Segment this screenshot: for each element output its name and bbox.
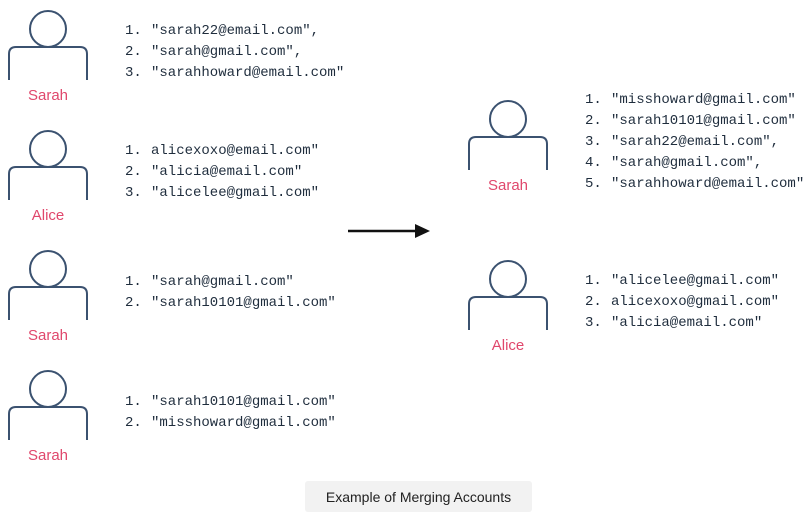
right-arrow-icon	[347, 222, 431, 245]
account-name: Sarah	[27, 447, 69, 464]
list-item: 2."sarah@gmail.com",	[125, 44, 303, 60]
list-item: 2."misshoward@gmail.com"	[125, 415, 336, 431]
account-name: Sarah	[27, 87, 69, 104]
email-text: "sarah10101@gmail.com"	[151, 394, 336, 410]
email-text: alicexoxo@email.com"	[151, 143, 320, 159]
list-item: 2.alicexoxo@gmail.com"	[585, 294, 780, 310]
list-item: 1."misshoward@gmail.com"	[585, 92, 796, 108]
list-item: 1."sarah@gmail.com"	[125, 274, 294, 290]
list-item: 2."sarah10101@gmail.com"	[585, 113, 796, 129]
email-text: "sarah10101@gmail.com"	[151, 295, 336, 311]
list-item: 1."alicelee@gmail.com"	[585, 273, 780, 289]
list-item: 2."alicia@email.com"	[125, 164, 303, 180]
email-list: 1."alicelee@gmail.com" 2.alicexoxo@gmail…	[585, 271, 779, 334]
user-avatar-icon	[8, 370, 88, 440]
list-item: 2."sarah10101@gmail.com"	[125, 295, 336, 311]
email-text: "alicia@email.com"	[151, 164, 303, 180]
list-item: 5."sarahhoward@email.com"	[585, 176, 805, 192]
email-list: 1."sarah@gmail.com" 2."sarah10101@gmail.…	[125, 272, 336, 314]
email-text: "alicelee@gmail.com"	[611, 273, 780, 289]
user-avatar-icon	[8, 250, 88, 320]
email-text: "sarahhoward@email.com"	[151, 65, 345, 81]
email-list: 1.alicexoxo@email.com" 2."alicia@email.c…	[125, 141, 319, 204]
email-text: "misshoward@gmail.com"	[151, 415, 336, 431]
list-item: 1."sarah10101@gmail.com"	[125, 394, 336, 410]
email-text: "sarah22@email.com",	[151, 23, 320, 39]
list-item: 1."sarah22@email.com",	[125, 23, 320, 39]
email-text: "alicelee@gmail.com"	[151, 185, 320, 201]
list-item: 3."sarahhoward@email.com"	[125, 65, 345, 81]
list-item: 1.alicexoxo@email.com"	[125, 143, 320, 159]
email-text: "sarah10101@gmail.com"	[611, 113, 796, 129]
email-text: "sarahhoward@email.com"	[611, 176, 805, 192]
email-text: "sarah22@email.com",	[611, 134, 780, 150]
email-text: "sarah@gmail.com"	[151, 274, 294, 290]
user-avatar-icon	[8, 130, 88, 200]
email-text: alicexoxo@gmail.com"	[611, 294, 780, 310]
email-list: 1."misshoward@gmail.com" 2."sarah10101@g…	[585, 90, 804, 195]
list-item: 3."alicelee@gmail.com"	[125, 185, 320, 201]
email-text: "sarah@gmail.com",	[151, 44, 303, 60]
email-text: "sarah@gmail.com",	[611, 155, 763, 171]
account-name: Sarah	[487, 177, 529, 194]
email-text: "alicia@email.com"	[611, 315, 763, 331]
list-item: 3."sarah22@email.com",	[585, 134, 780, 150]
user-avatar-icon	[468, 260, 548, 330]
email-list: 1."sarah10101@gmail.com" 2."misshoward@g…	[125, 392, 336, 434]
user-avatar-icon	[8, 10, 88, 80]
figure-caption: Example of Merging Accounts	[305, 481, 532, 512]
user-avatar-icon	[468, 100, 548, 170]
account-name: Alice	[31, 207, 65, 224]
list-item: 3."alicia@email.com"	[585, 315, 763, 331]
account-name: Alice	[491, 337, 525, 354]
email-text: "misshoward@gmail.com"	[611, 92, 796, 108]
list-item: 4."sarah@gmail.com",	[585, 155, 763, 171]
account-name: Sarah	[27, 327, 69, 344]
email-list: 1."sarah22@email.com", 2."sarah@gmail.co…	[125, 21, 344, 84]
